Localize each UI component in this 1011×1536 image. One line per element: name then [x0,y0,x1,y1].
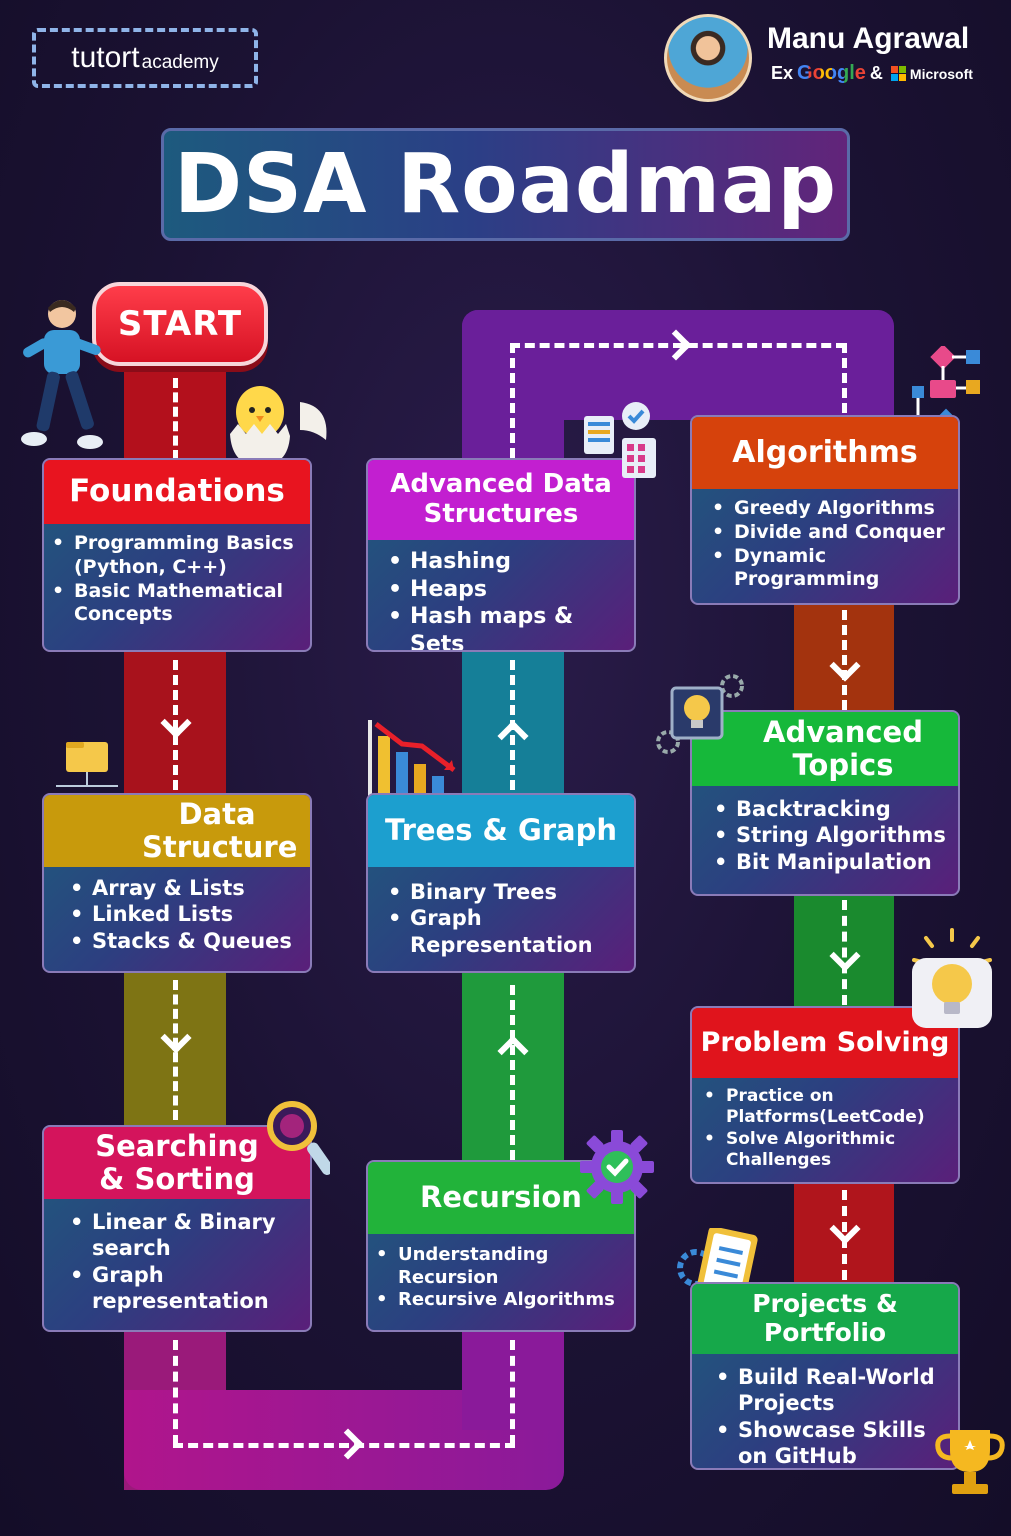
card-problem-solving: Problem Solving Practice on Platforms(Le… [690,1006,960,1184]
dashed-line [173,378,178,460]
card-title: Advanced Topics [763,714,923,782]
list-item: Basic Mathematical Concepts [52,580,300,628]
card-title: Recursion [420,1180,582,1215]
card-header: Advanced Data Structures [368,460,634,540]
google-logo: Google [797,62,866,84]
card-searching-sorting: Searching & Sorting Linear & Binary sear… [42,1125,312,1332]
card-title: Searching & Sorting [95,1128,259,1196]
card-title: Trees & Graph [384,813,618,848]
card-header: Advanced Topics [692,712,958,786]
dashed-line [173,660,178,790]
list-item: Recursive Algorithms [376,1289,624,1312]
microsoft-label: Microsoft [909,65,973,82]
chick-egg-icon [230,386,327,466]
list-item: Graph Representation [388,905,624,958]
microsoft-icon [890,66,906,81]
list-item: Greedy Algorithms [712,497,948,521]
lightbulb-chip-icon [656,674,744,754]
dashed-line [510,343,846,348]
list-item: String Algorithms [714,822,948,849]
list-item: Solve Algorithmic Challenges [704,1129,948,1172]
list-item: Hash maps & Sets [388,603,624,650]
list-item: Dynamic Programming [712,545,948,593]
card-title: Algorithms [732,434,918,470]
dashed-line [173,1443,515,1448]
card-projects-portfolio: Projects & Portfolio Build Real-World Pr… [690,1282,960,1470]
dashed-line [510,343,515,458]
logo-main-text: tutort [71,41,140,74]
card-advanced-topics: Advanced Topics Backtracking String Algo… [690,710,960,896]
person-walking-icon [21,300,103,449]
dashed-line [842,1190,847,1280]
card-trees-graph: Trees & Graph Binary Trees Graph Represe… [366,793,636,973]
author-credentials: Ex Google & Microsoft [771,62,973,85]
list-item: Divide and Conquer [712,521,948,545]
list-item: Bit Manipulation [714,849,948,876]
start-label: START [117,304,243,344]
list-item: Linear & Binary search [70,1209,300,1262]
tutort-academy-logo: tutort academy [32,28,258,88]
author-amp: & [869,63,883,83]
list-item: Linked Lists [70,901,300,928]
card-header: Trees & Graph [368,795,634,867]
dashed-line [510,660,515,790]
card-algorithms: Algorithms Greedy Algorithms Divide and … [690,415,960,605]
dashed-line [173,980,178,1120]
title-banner: DSA Roadmap [161,128,850,241]
gear-check-icon [580,1130,654,1204]
dashed-line [173,1340,178,1445]
card-data-structure: Data Structure Array & Lists Linked List… [42,793,312,973]
trophy-icon [935,1430,1005,1494]
logo-sub-text: academy [141,52,219,73]
author-avatar [664,14,752,102]
card-foundations: Foundations Programming Basics (Python, … [42,458,312,652]
dashed-line [842,610,847,710]
card-title: Data Structure [142,796,298,864]
list-item: Binary Trees [388,879,624,906]
magnifier-icon [267,1101,330,1175]
list-item: Build Real-World Projects [716,1364,948,1417]
card-header: Projects & Portfolio [692,1284,958,1354]
list-item: Backtracking [714,796,948,823]
dashed-line [510,985,515,1160]
card-title: Problem Solving [700,1027,950,1059]
card-title: Advanced Data Structures [390,469,612,529]
idea-bulb-icon [912,928,992,1028]
list-item: Hashing [388,548,624,576]
card-header: Data Structure [44,795,310,867]
data-grid-icon [584,402,656,478]
card-header: Searching & Sorting [44,1127,310,1199]
list-item: Programming Basics (Python, C++) [52,532,300,580]
author-ex-label: Ex [771,63,794,83]
list-item: Understanding Recursion [376,1244,624,1289]
start-button: START [92,282,268,366]
card-header: Algorithms [692,417,958,489]
list-item: Array & Lists [70,875,300,902]
list-item: Graph representation [70,1262,300,1315]
dashed-line [842,343,847,413]
list-item: Stacks & Queues [70,928,300,955]
list-item: Practice on Platforms(LeetCode) [704,1086,948,1129]
card-header: Recursion [368,1162,634,1234]
page-title: DSA Roadmap [173,137,838,232]
card-title: Projects & Portfolio [752,1289,898,1347]
card-title: Foundations [69,473,285,510]
author-name: Manu Agrawal [767,22,970,55]
card-advanced-data-structures: Advanced Data Structures Hashing Heaps H… [366,458,636,652]
list-item: Showcase Skills on GitHub [716,1417,948,1469]
dashed-line [842,900,847,1005]
dashed-line [510,1340,515,1445]
list-item: Heaps [388,576,624,604]
card-header: Foundations [44,460,310,524]
